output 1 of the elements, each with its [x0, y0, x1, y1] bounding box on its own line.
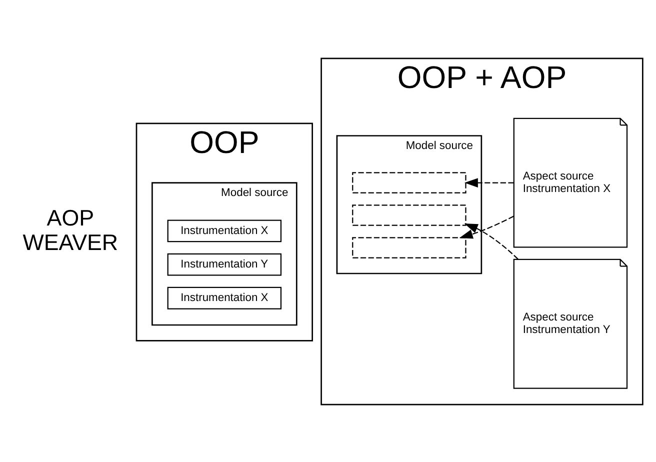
label: AOP WEAVER: [22, 204, 118, 254]
